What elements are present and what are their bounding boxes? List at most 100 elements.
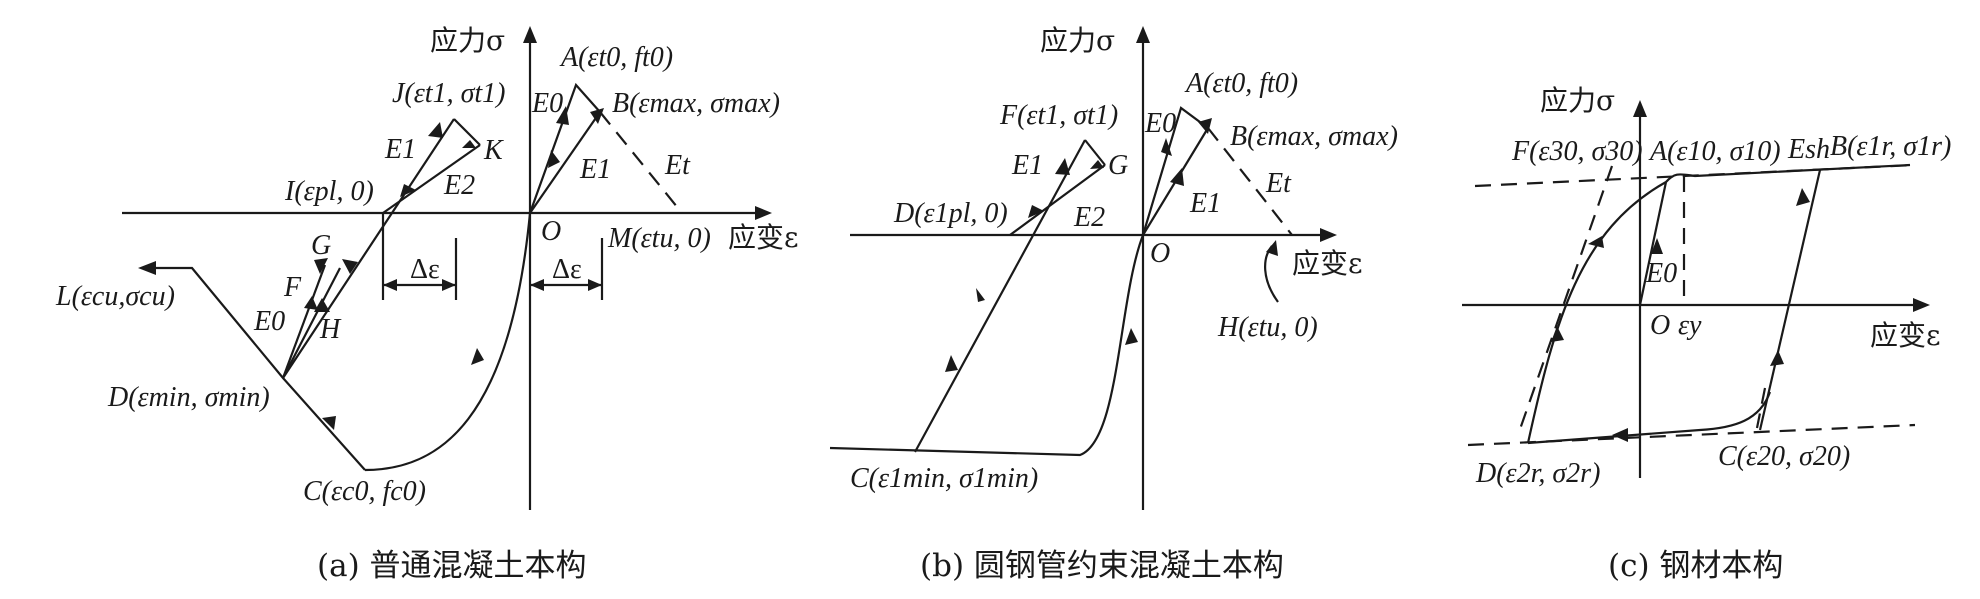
panel-a-point-F: F — [283, 272, 302, 303]
panel-a-arrow-11 — [304, 296, 318, 310]
panel-b-modulus-Et: Et — [1265, 168, 1292, 199]
panel-a-delta-arrow-1a — [383, 279, 397, 291]
panel-c-epsilon-y: εy — [1678, 310, 1702, 341]
panel-a-y-arrow — [523, 26, 537, 43]
panel-b-arrow-7 — [1055, 158, 1070, 175]
panel-b-point-G: G — [1108, 150, 1128, 181]
panel-b-modulus-E0: E0 — [1144, 108, 1176, 139]
panel-a-point-B: B(εmax, σmax) — [612, 88, 780, 119]
panel-a-point-D: D(εmin, σmin) — [107, 382, 270, 413]
panel-a-x-arrow — [755, 206, 772, 220]
panel-c-reload-D — [1526, 181, 1667, 444]
panel-c-lower-bound — [1467, 423, 1916, 447]
panel-a-modulus-E0-top: E0 — [531, 88, 563, 119]
panel-a-point-L: L(εcu,σcu) — [55, 281, 175, 312]
panel-c-x-axis-label: 应变ε — [1870, 319, 1941, 352]
panel-a-modulus-E2: E2 — [443, 170, 475, 201]
panel-a-arrow-6 — [138, 261, 156, 275]
panel-a-arrow-4 — [471, 348, 484, 365]
panel-c-modulus-E0: E0 — [1645, 258, 1677, 289]
panel-b-arrow-8 — [1090, 160, 1104, 169]
panel-a-line-IK — [382, 144, 481, 214]
panel-a-arrow-10 — [342, 259, 358, 274]
panel-a-modulus-E1-top: E1 — [579, 154, 611, 185]
panel-a-arrow-13 — [314, 258, 328, 274]
panel-a-softening-Et — [599, 111, 683, 214]
panel-c-dash-C — [1755, 387, 1767, 429]
panel-b-point-C: C(ε1min, σ1min) — [850, 463, 1038, 494]
panel-b: 应力σ 应变ε A(εt0, ft0) B(εmax, σmax) F(εt1,… — [829, 24, 1398, 584]
panel-a-delta-arrow-1b — [442, 279, 456, 291]
panel-b-modulus-E1-left: E1 — [1011, 150, 1043, 181]
panel-b-line-DG — [1009, 164, 1106, 236]
panel-a-line-FG — [281, 264, 327, 379]
panel-c-arrow-2 — [1796, 188, 1810, 206]
panel-c-arrow-3 — [1770, 350, 1784, 366]
panel-b-tension-curve — [1141, 106, 1209, 236]
panel-a-point-J: J(εt1, σt1) — [392, 78, 505, 109]
panel-a-y-axis-label: 应力σ — [430, 24, 505, 57]
panel-b-point-D: D(ε1pl, 0) — [893, 198, 1008, 229]
panel-a-tension-curve — [528, 82, 601, 214]
panel-b-modulus-E1-top: E1 — [1189, 188, 1221, 219]
panel-a-delta-label-1: Δε — [410, 254, 440, 285]
panel-c-y-axis-label: 应力σ — [1540, 84, 1615, 117]
panel-c-point-B: B(ε1r, σ1r) — [1830, 131, 1951, 162]
panel-a-caption: (a) 普通混凝土本构 — [317, 548, 587, 584]
panel-a: 应力σ 应变ε A(εt0, ft0) B(εmax, σmax) J(εt1,… — [55, 24, 799, 584]
panel-b-y-arrow — [1136, 26, 1150, 43]
panel-a-modulus-E0-low: E0 — [253, 306, 285, 337]
panel-b-arrow-5 — [945, 355, 958, 372]
panel-c-point-A: A(ε10, σ10) — [1648, 136, 1781, 167]
panel-b-arrow-6 — [976, 288, 985, 302]
panel-a-arrow-9 — [400, 184, 416, 197]
panel-c-hardening — [1665, 163, 1911, 183]
panel-a-delta-arrow-2a — [530, 279, 544, 291]
panel-c-caption: (c) 钢材本构 — [1608, 548, 1783, 584]
panel-b-arrow-3 — [1198, 118, 1212, 134]
panel-a-delta-label-2: Δε — [552, 254, 582, 285]
panel-a-arrow-8 — [462, 140, 476, 148]
panel-b-y-axis-label: 应力σ — [1040, 24, 1115, 57]
panel-a-arrow-1 — [556, 106, 569, 125]
panel-a-x-axis-label: 应变ε — [728, 221, 799, 254]
panel-b-softening-Et — [1207, 127, 1293, 236]
panel-a-arrow-7 — [428, 122, 443, 138]
panel-b-pointer-H-head — [1266, 240, 1278, 256]
panel-c-elastic-E0 — [1638, 181, 1668, 306]
panel-b-point-B: B(εmax, σmax) — [1230, 121, 1398, 152]
panel-a-reload-E0 — [282, 118, 455, 379]
panel-c: 应力σ 应变ε F(ε30, σ30) A(ε10, σ10) B(ε1r, σ… — [1462, 84, 1951, 584]
panel-b-x-axis-label: 应变ε — [1292, 247, 1363, 280]
panel-a-modulus-E1-left: E1 — [384, 134, 416, 165]
panel-b-origin: O — [1150, 238, 1170, 269]
panel-a-point-M: M(εtu, 0) — [607, 223, 711, 254]
panel-b-arrow-4 — [1125, 328, 1138, 345]
panel-c-modulus-Esh: Esh — [1787, 134, 1830, 165]
panel-c-point-C: C(ε20, σ20) — [1718, 441, 1850, 472]
panel-c-arrow-6 — [1588, 236, 1604, 248]
panel-b-reload-line — [914, 139, 1086, 453]
panel-c-dash-F — [1516, 165, 1614, 436]
panel-c-point-D: D(ε2r, σ2r) — [1475, 458, 1600, 489]
panel-a-modulus-Et: Et — [664, 150, 691, 181]
panel-b-modulus-E2: E2 — [1073, 202, 1105, 233]
panel-a-descending-branch — [150, 266, 366, 471]
panel-a-line-HG — [282, 267, 341, 379]
panel-c-origin: O — [1650, 310, 1670, 341]
panel-c-x-arrow — [1913, 298, 1930, 312]
panel-a-arrow-2 — [548, 150, 560, 168]
panel-b-point-H: H(εtu, 0) — [1217, 312, 1318, 343]
panel-b-x-arrow — [1320, 228, 1337, 242]
panel-a-unload-E1 — [529, 111, 601, 214]
panel-a-point-A: A(εt0, ft0) — [559, 42, 673, 73]
panel-b-unload-G — [1084, 139, 1106, 166]
panel-b-caption: (b) 圆钢管约束混凝土本构 — [920, 548, 1284, 584]
panel-a-compression-curve — [364, 212, 532, 472]
panel-a-point-I: I(εpl, 0) — [284, 176, 374, 207]
panel-a-arrow-3 — [590, 108, 604, 124]
panel-a-point-G: G — [311, 230, 331, 261]
panel-a-point-K: K — [483, 135, 504, 166]
panel-b-arrow-9 — [1028, 205, 1044, 218]
panel-b-compression-curve — [829, 234, 1145, 457]
